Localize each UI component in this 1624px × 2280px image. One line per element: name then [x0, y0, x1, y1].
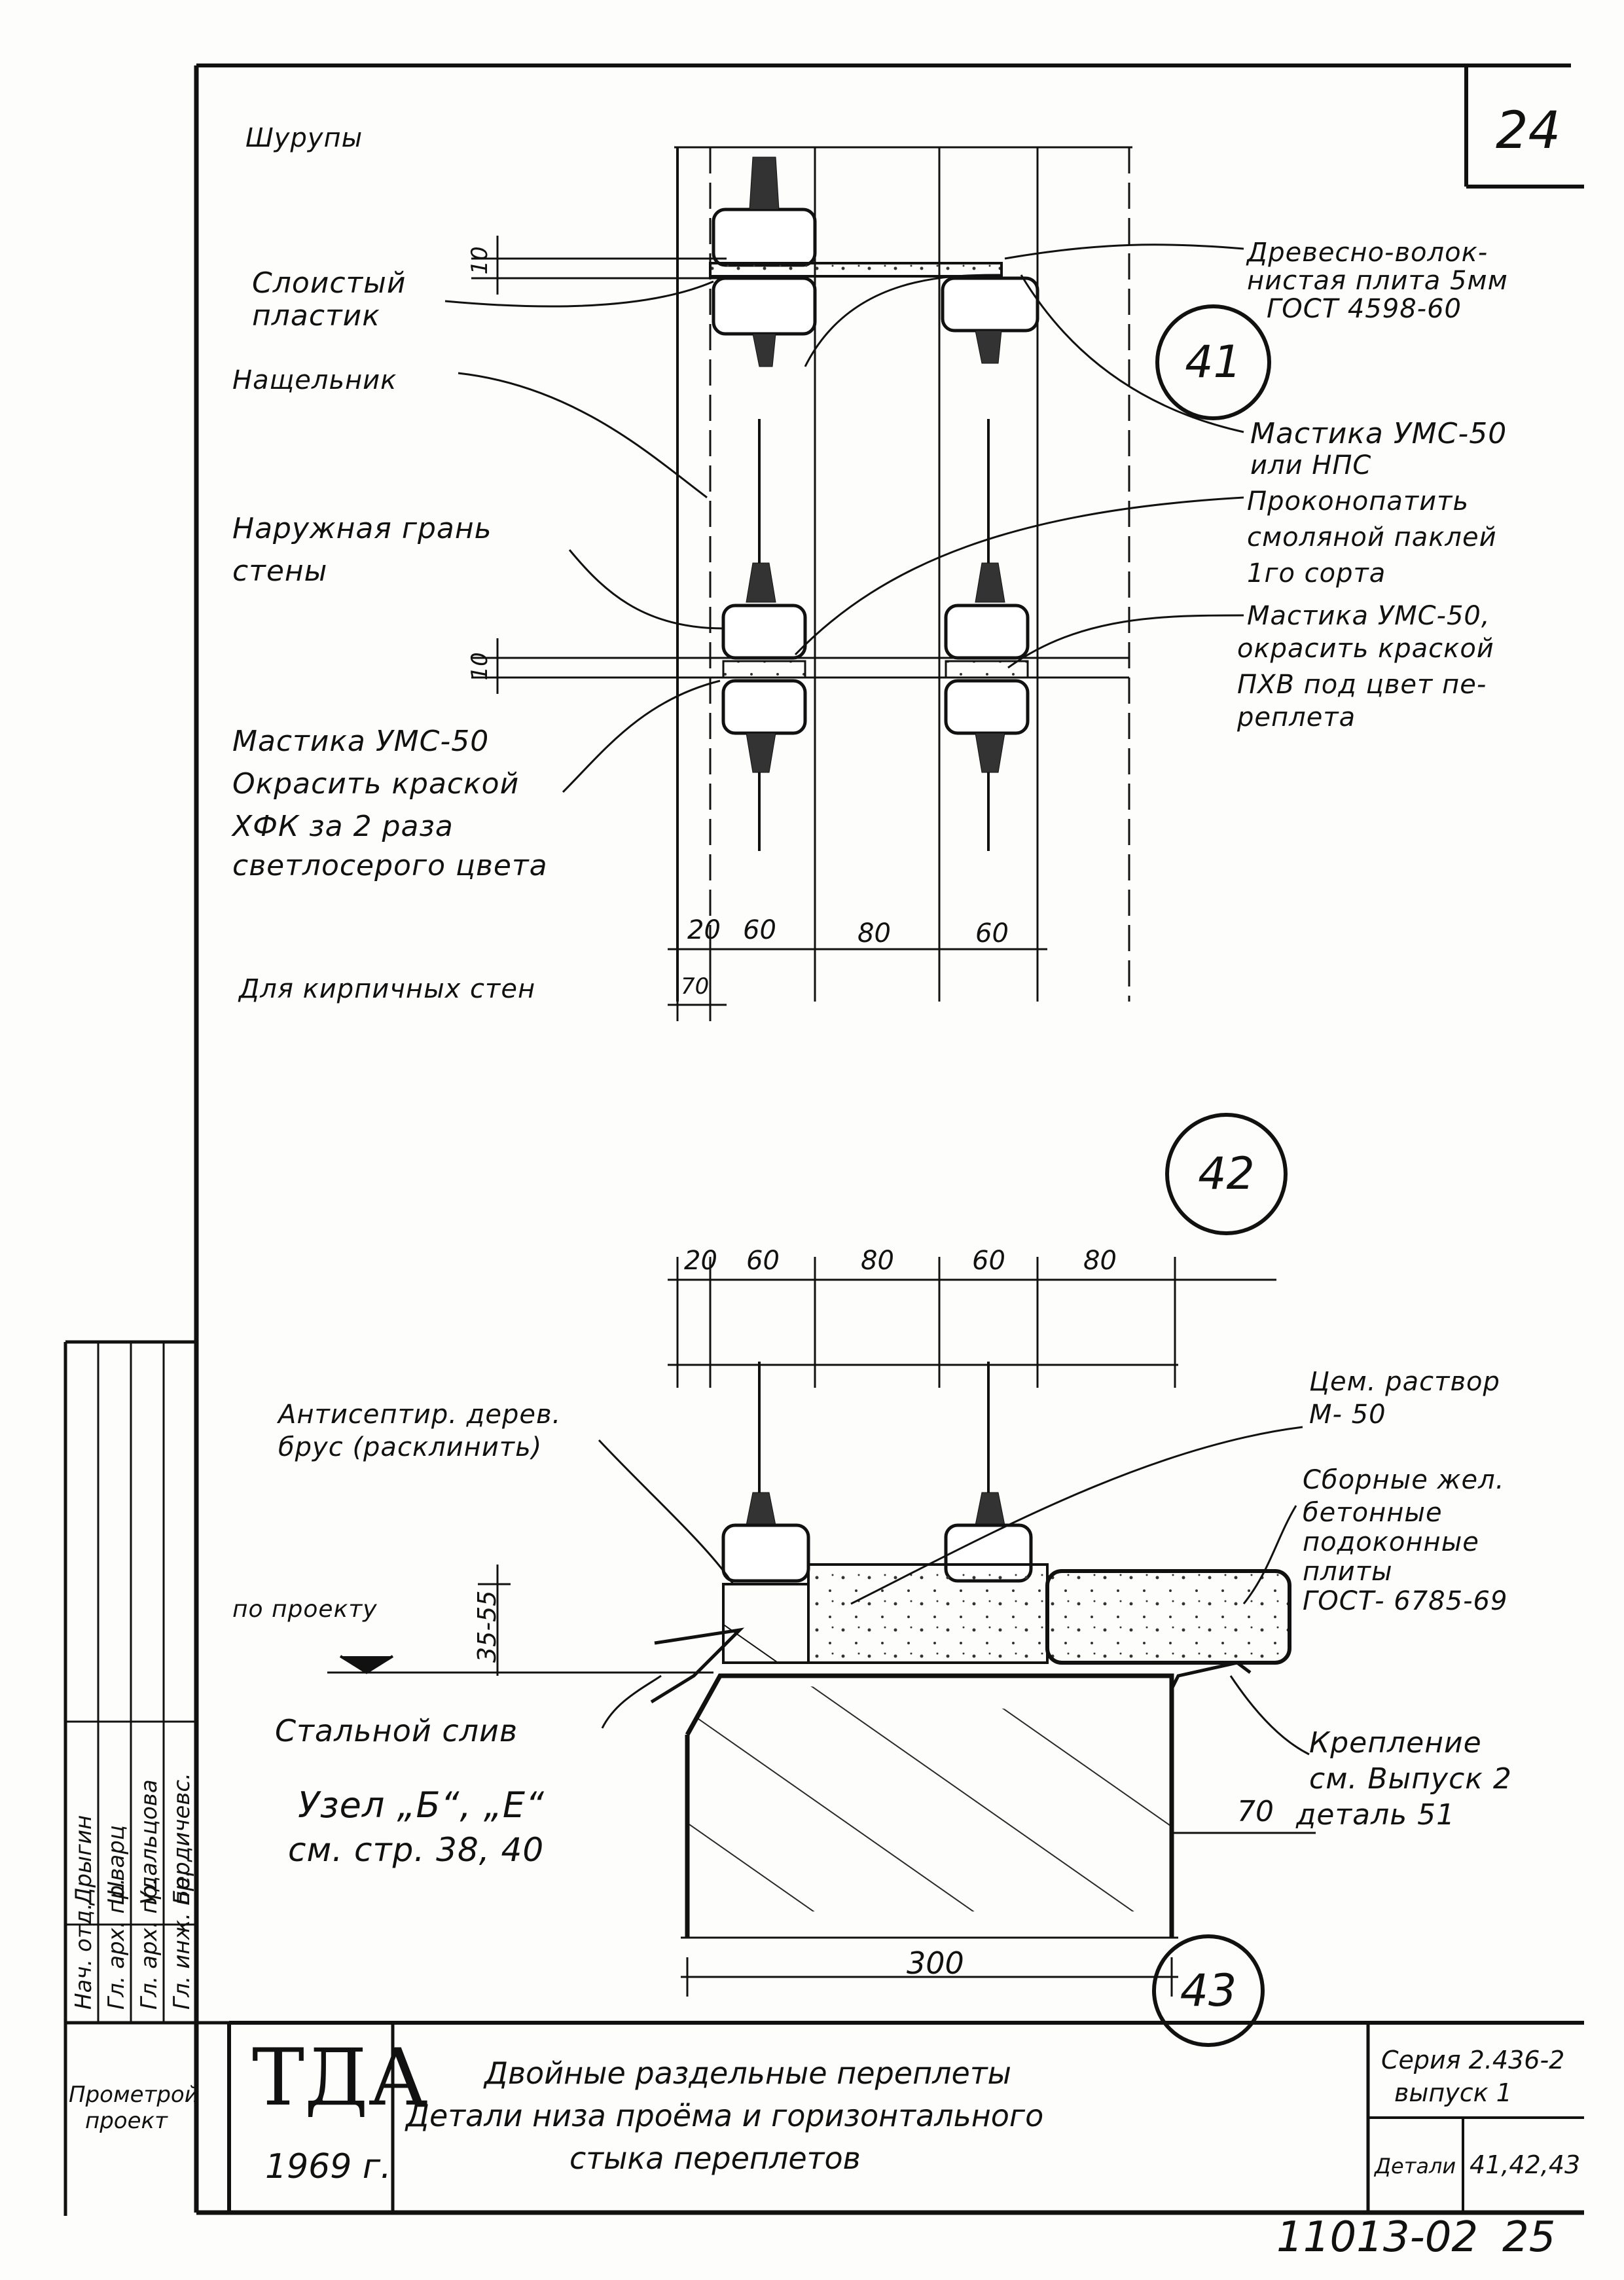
section-lower [327, 1257, 1316, 1997]
label-mastic-paint-4: реплета [1237, 702, 1356, 733]
dim-20: 20 [687, 915, 721, 945]
label-caulk-3: 1го сорта [1247, 558, 1386, 588]
label-mastic-left-1: Мастика УМС-50 [232, 725, 490, 758]
label-mastic-left-2: Окрасить краской [232, 767, 520, 801]
dim-60a: 60 [743, 915, 776, 945]
archive-page: 25 [1502, 2213, 1556, 2262]
label-mortar-2: М- 50 [1309, 1400, 1386, 1430]
org-name-1: Прометрой [69, 2082, 199, 2108]
label-node-1: Узел „Б“, „Е“ [298, 1784, 545, 1826]
stamp-name-3: Удальцова [136, 1779, 162, 1905]
label-mortar-1: Цем. раствор [1309, 1367, 1500, 1397]
label-fixing-1: Крепление [1309, 1726, 1482, 1760]
series-number: Серия 2.436-2 [1381, 2046, 1565, 2074]
label-fiberboard-1: Древесно-волок- [1247, 238, 1489, 268]
label-node-2: см. стр. 38, 40 [288, 1831, 545, 1869]
drawing-title-2: Детали низа проёма и горизонтального [406, 2098, 1044, 2133]
label-per-project: по проекту [232, 1596, 378, 1623]
dim-gap-top: 10 [466, 246, 493, 275]
dim43-20: 20 [684, 1246, 717, 1276]
section-upper [444, 146, 1244, 1021]
label-caulk-2: смоляной паклей [1247, 522, 1497, 552]
dim-gap-mid: 10 [466, 652, 493, 681]
label-outer-face-1: Наружная грань [232, 512, 492, 545]
dim43-300: 300 [907, 1945, 964, 1981]
label-mastic-1: Мастика УМС-50 [1250, 417, 1507, 450]
label-mastic-paint-2: окрасить краской [1237, 634, 1494, 664]
archive-number: 11013-02 [1276, 2213, 1479, 2262]
dim43-60a: 60 [746, 1246, 780, 1276]
label-bar-1: Антисептир. дерев. [278, 1400, 562, 1430]
label-laminate-2: пластик [252, 299, 380, 333]
label-brick-walls: Для кирпичных стен [239, 974, 536, 1004]
dim43-60b: 60 [972, 1246, 1005, 1276]
details-value: 41,42,43 [1470, 2150, 1581, 2179]
label-fixing-3: деталь 51 [1296, 1798, 1456, 1832]
org-name-2: проект [85, 2108, 168, 2134]
label-mastic-left-3: ХФК за 2 раза [232, 810, 454, 843]
label-bar-2: брус (расклинить) [278, 1432, 543, 1462]
sheet-frame [63, 63, 1584, 2216]
series-issue: выпуск 1 [1394, 2078, 1512, 2107]
detail-marker-43: 43 [1152, 1934, 1265, 2047]
dim43-70: 70 [1237, 1795, 1274, 1828]
dim-80: 80 [857, 918, 891, 949]
label-sill-4: плиты [1303, 1557, 1393, 1587]
dim43-80b: 80 [1083, 1246, 1117, 1276]
stamp-name-1: Дрыгин [71, 1815, 97, 1905]
label-mastic-2: или НПС [1250, 450, 1372, 480]
label-screws: Шурупы [245, 123, 363, 153]
label-outer-face-2: стены [232, 554, 328, 588]
label-mastic-left-4: светлосерого цвета [232, 849, 548, 882]
drawing-title-1: Двойные раздельные переплеты [484, 2055, 1011, 2091]
detail-marker-42: 42 [1165, 1113, 1288, 1235]
stamp-role-1: Нач. отд. [71, 1902, 97, 2010]
year: 1969 г. [265, 2147, 391, 2186]
dim43-80a: 80 [861, 1246, 894, 1276]
tda-logo: ТДА [252, 2033, 428, 2124]
dim-35-55: 35-55 [473, 1590, 501, 1663]
label-mastic-paint-3: ПХВ под цвет пе- [1237, 670, 1487, 700]
detail-marker-41: 41 [1155, 304, 1271, 420]
label-sill-3: подоконные [1303, 1527, 1479, 1557]
label-fixing-2: см. Выпуск 2 [1309, 1762, 1512, 1796]
details-label: Детали [1375, 2154, 1456, 2179]
label-fiberboard-2: нистая плита 5мм [1247, 266, 1508, 296]
stamp-name-2: Шварц [103, 1825, 130, 1905]
label-trim: Нащельник [232, 365, 397, 395]
page-number: 24 [1496, 101, 1561, 160]
label-laminate-1: Слоистый [252, 266, 406, 300]
label-caulk-1: Проконопатить [1247, 486, 1470, 516]
label-sill-1: Сборные жел. [1303, 1465, 1505, 1495]
label-mastic-paint-1: Мастика УМС-50, [1247, 601, 1490, 631]
label-steel-drip: Стальной слив [275, 1713, 518, 1748]
dim-60b: 60 [975, 918, 1009, 949]
label-sill-5: ГОСТ- 6785-69 [1303, 1586, 1508, 1616]
stamp-name-4: Бердичевс. [169, 1773, 195, 1905]
dim-70: 70 [681, 973, 710, 1000]
label-sill-2: бетонные [1303, 1498, 1443, 1528]
label-fiberboard-3: ГОСТ 4598-60 [1267, 294, 1462, 324]
drawing-title-3: стыка переплетов [569, 2141, 861, 2176]
